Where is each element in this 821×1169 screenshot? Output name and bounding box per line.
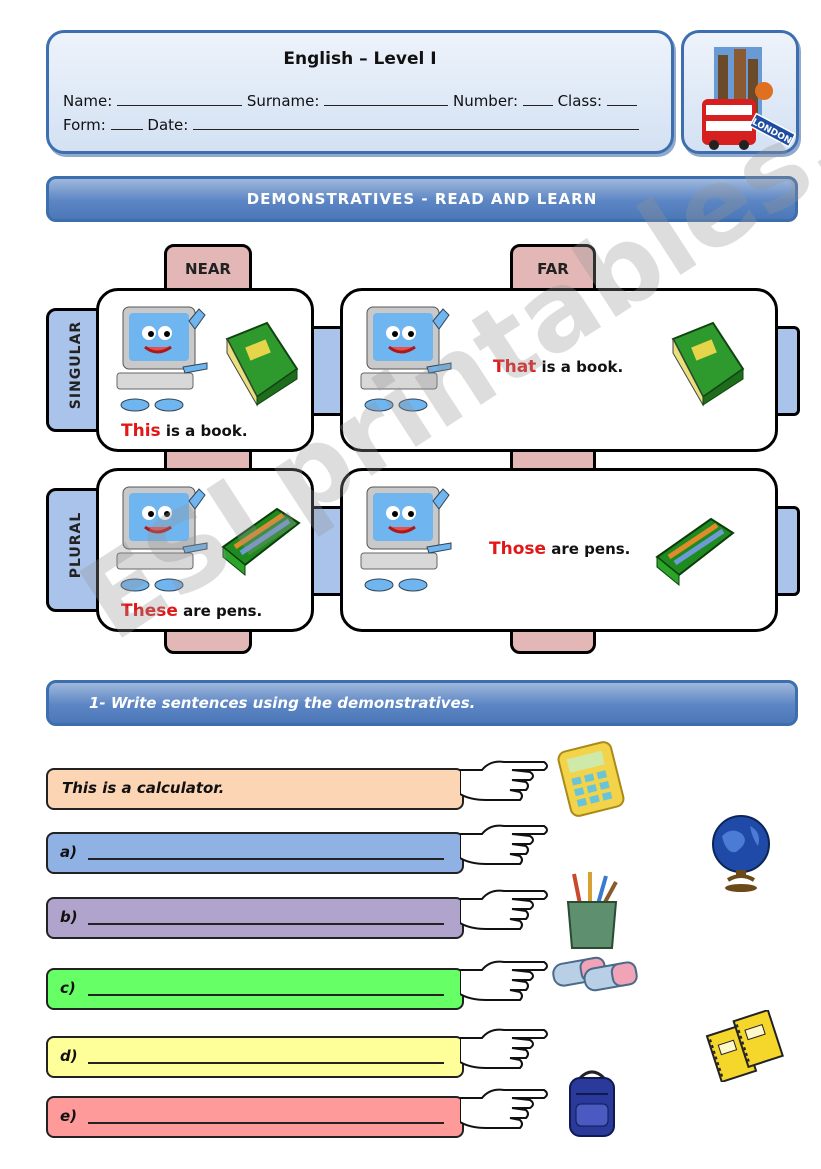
answer-label-b: b)	[60, 908, 78, 926]
pencil-holder-icon	[566, 872, 618, 949]
form-field[interactable]	[110, 115, 143, 130]
plural-label: PLURAL	[68, 511, 84, 579]
computer-mascot-icon	[360, 486, 452, 592]
pointing-hand-icon	[460, 960, 548, 1001]
answer-label-c: c)	[60, 979, 76, 997]
near-label: NEAR	[185, 260, 231, 278]
answer-bar-d: d)	[46, 1036, 464, 1078]
worksheet-title: English – Level I	[283, 49, 437, 69]
demonstrative-these: These	[121, 601, 178, 621]
form-label: Form:	[63, 116, 106, 134]
pointing-hand-icon	[460, 824, 548, 865]
sentence-that-rest: is a book.	[536, 358, 624, 376]
pointing-hand-icon	[460, 1028, 548, 1069]
sentence-those-rest: are pens.	[546, 540, 631, 558]
card-singular-far: That is a book.	[340, 288, 778, 452]
name-field[interactable]	[117, 91, 243, 106]
sentence-that: That is a book.	[493, 357, 623, 377]
example-sentence: This is a calculator.	[62, 779, 225, 797]
number-label: Number:	[452, 92, 519, 110]
answer-line-a[interactable]	[88, 858, 444, 860]
computer-mascot-icon	[360, 306, 452, 412]
name-label: Name:	[63, 92, 113, 110]
class-field[interactable]	[606, 91, 637, 106]
example-sentence-bar: This is a calculator.	[46, 768, 464, 810]
backpack-icon	[569, 1070, 615, 1137]
answer-line-e[interactable]	[88, 1122, 444, 1124]
demonstrative-this: This	[121, 421, 161, 441]
pointing-hand-icon	[460, 889, 548, 930]
calculator-icon	[557, 741, 625, 817]
computer-mascot-icon	[116, 306, 208, 412]
demonstrative-that: That	[493, 357, 537, 377]
answer-line-b[interactable]	[88, 923, 444, 925]
answer-line-d[interactable]	[88, 1062, 444, 1064]
pencil-case-icon	[221, 507, 301, 577]
date-field[interactable]	[193, 115, 640, 130]
exercise-banner: 1- Write sentences using the demonstrati…	[46, 680, 798, 726]
answer-bar-e: e)	[46, 1096, 464, 1138]
card-plural-near: These are pens.	[96, 468, 314, 632]
sentence-these-rest: are pens.	[177, 602, 263, 620]
sentence-those: Those are pens.	[489, 539, 630, 559]
computer-mascot-icon	[116, 486, 208, 592]
surname-field[interactable]	[324, 91, 449, 106]
sentence-this-rest: is a book.	[160, 422, 248, 440]
notebooks-icon	[705, 1010, 784, 1082]
green-book-icon	[225, 321, 299, 407]
student-info-line-2: Form: Date:	[63, 115, 640, 134]
demonstrative-those: Those	[489, 539, 547, 559]
london-bus-icon: LONDON	[702, 47, 797, 150]
section-banner-text: DEMONSTRATIVES - READ AND LEARN	[246, 190, 598, 208]
date-label: Date:	[147, 116, 189, 134]
header-box: English – Level I Name: Surname: Number:…	[46, 30, 674, 154]
card-plural-far: Those are pens.	[340, 468, 778, 632]
globe-icon	[712, 815, 770, 892]
number-field[interactable]	[522, 91, 553, 106]
answer-bar-c: c)	[46, 968, 464, 1010]
answer-label-d: d)	[60, 1047, 78, 1065]
section-banner: DEMONSTRATIVES - READ AND LEARN	[46, 176, 798, 222]
pointing-hands	[460, 760, 548, 1129]
green-book-icon	[671, 321, 745, 407]
london-logo-box: LONDON	[681, 30, 799, 154]
answer-label-e: e)	[60, 1107, 78, 1125]
answer-line-c[interactable]	[88, 994, 444, 996]
student-info-line-1: Name: Surname: Number: Class:	[63, 91, 637, 110]
far-label: FAR	[537, 260, 569, 278]
erasers-icon	[552, 956, 638, 992]
surname-label: Surname:	[246, 92, 320, 110]
answer-bar-b: b)	[46, 897, 464, 939]
pointing-hand-icon	[460, 1088, 548, 1129]
sentence-this: This is a book.	[121, 421, 248, 441]
class-label: Class:	[557, 92, 603, 110]
sentence-these: These are pens.	[121, 601, 262, 621]
answer-bar-a: a)	[46, 832, 464, 874]
pencil-case-icon	[655, 517, 735, 587]
exercise-instruction: 1- Write sentences using the demonstrati…	[89, 694, 476, 712]
singular-label: SINGULAR	[68, 320, 84, 410]
card-singular-near: This is a book.	[96, 288, 314, 452]
answer-label-a: a)	[60, 843, 77, 861]
pointing-hand-icon	[460, 760, 548, 801]
